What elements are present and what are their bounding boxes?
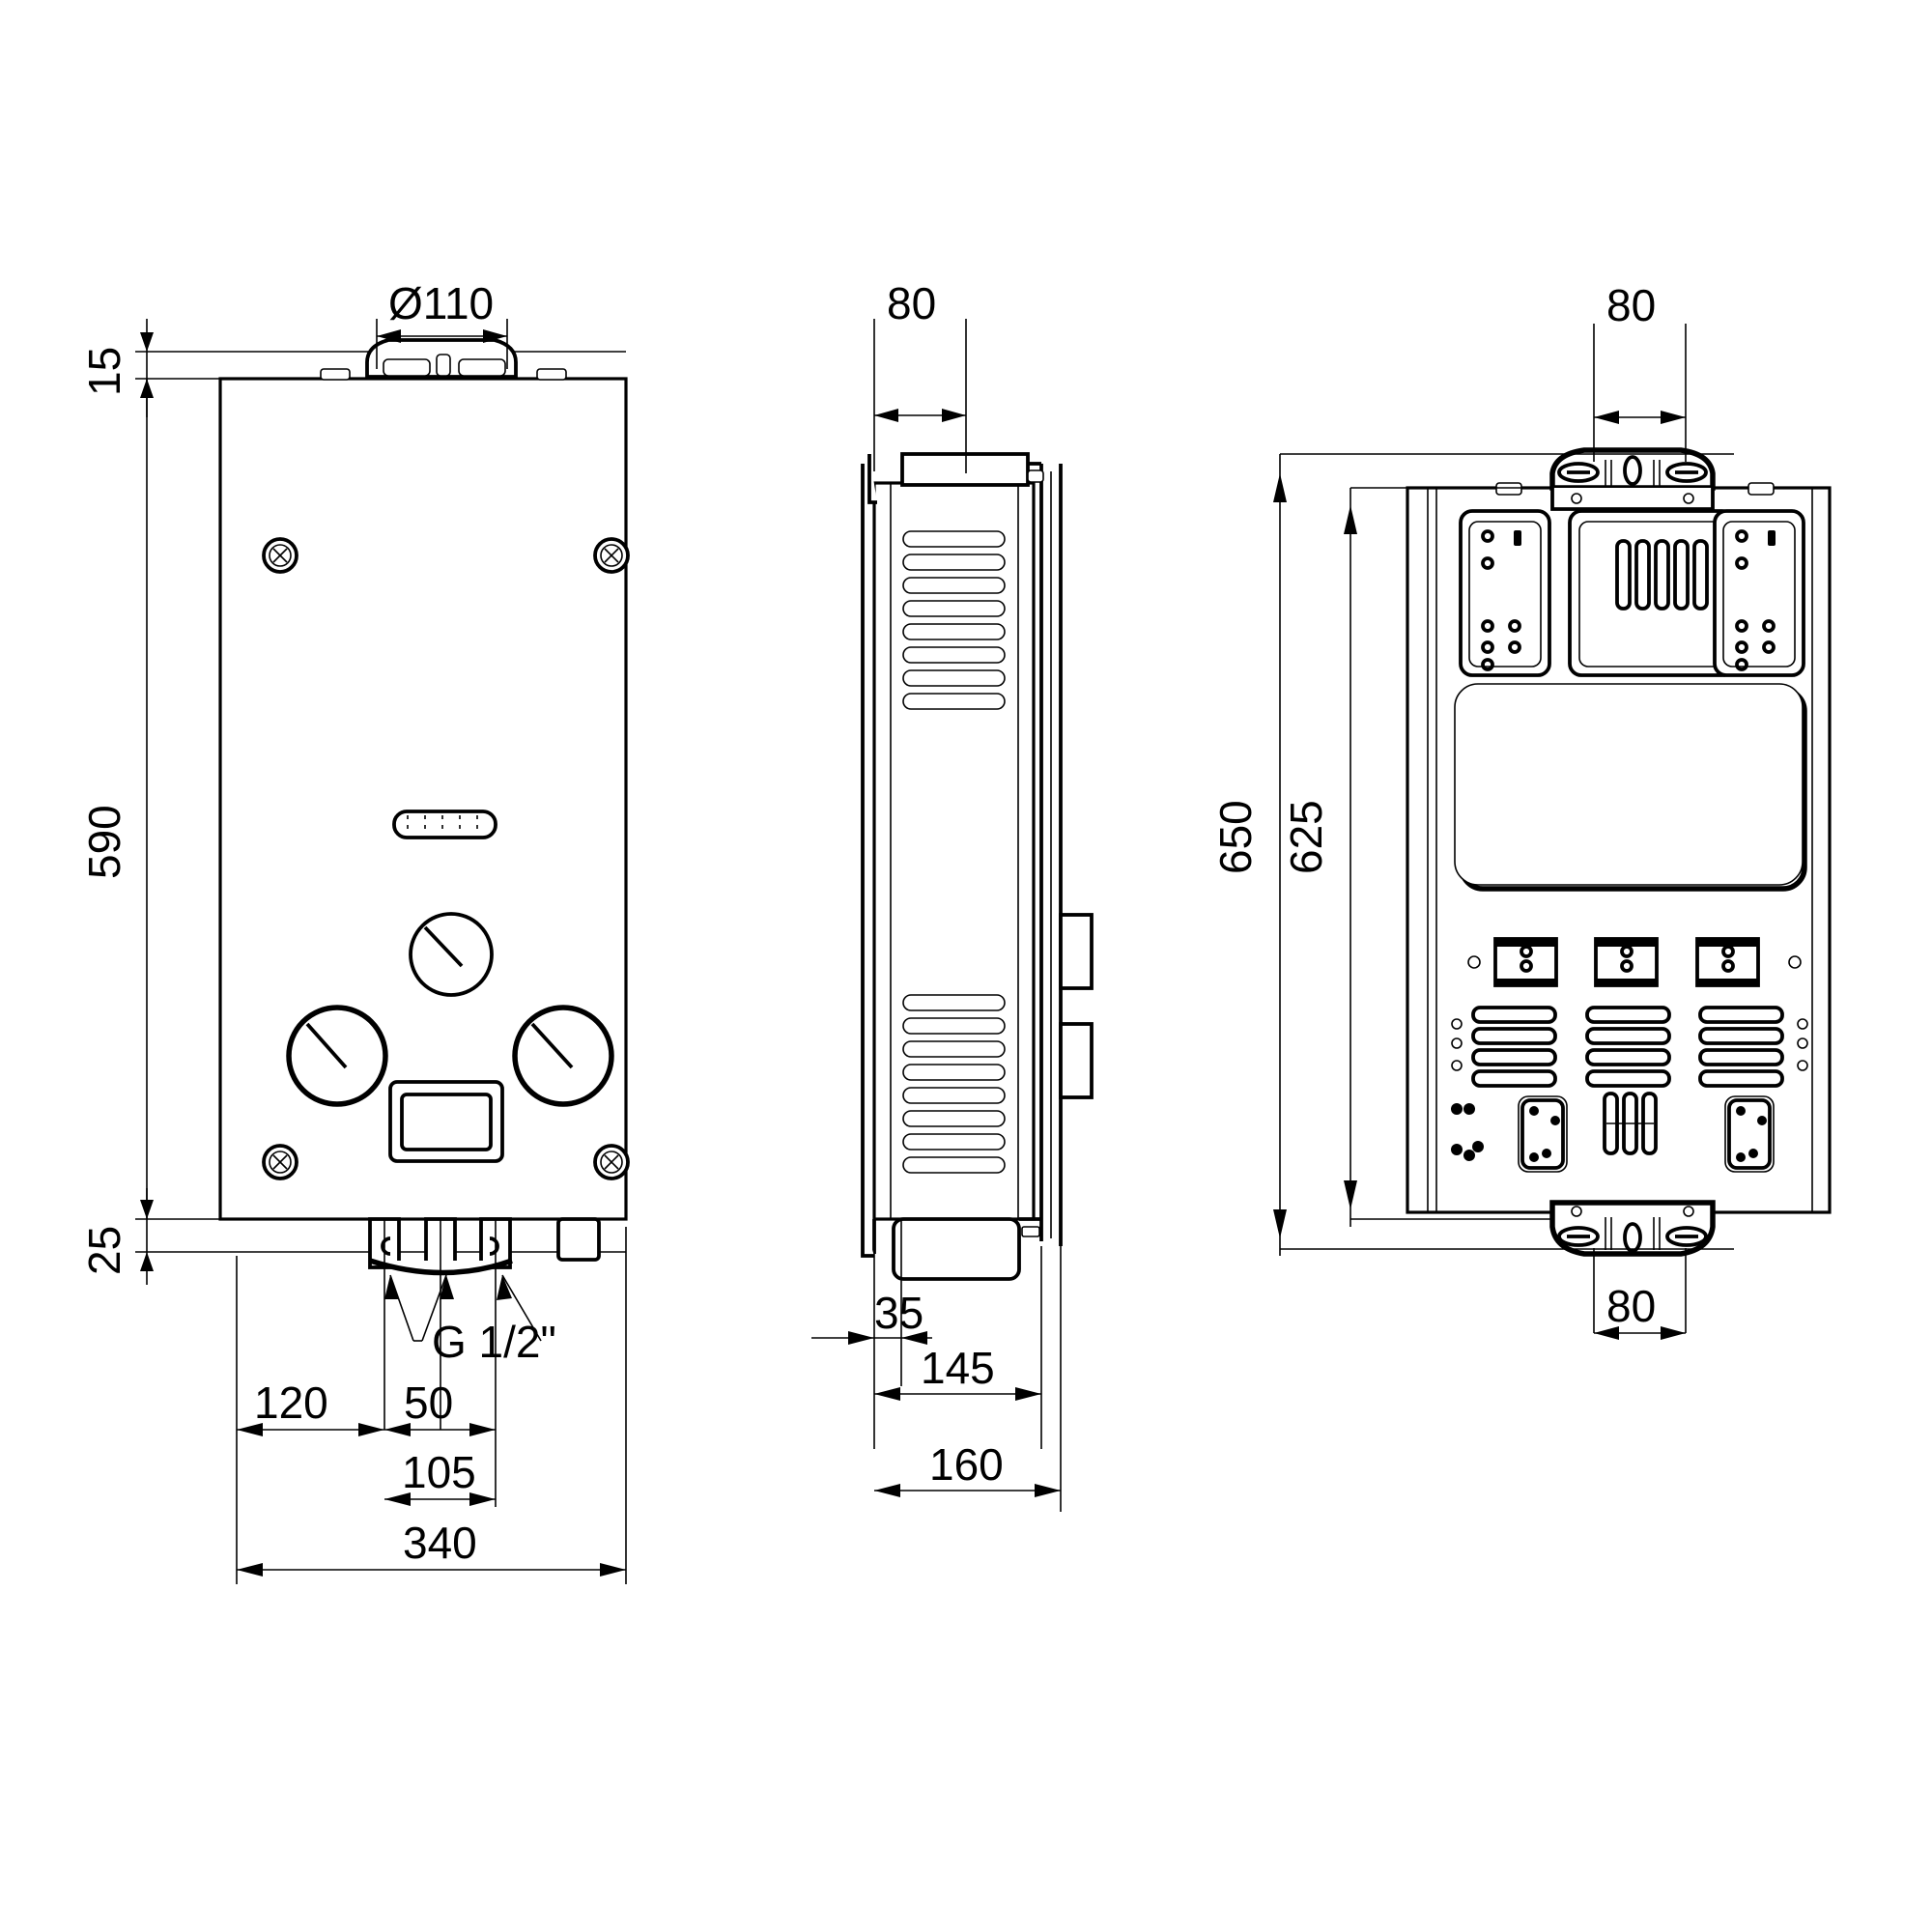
rear-650-label: 650 <box>1210 800 1261 874</box>
rear-terminal-boxes <box>1493 937 1760 987</box>
front-120-label: 120 <box>254 1378 328 1428</box>
rear-top-80-label: 80 <box>1606 280 1656 330</box>
side-80-dim <box>873 319 967 473</box>
front-105-label: 105 <box>402 1447 476 1497</box>
front-knob-left[interactable] <box>286 1005 388 1107</box>
side-upper-louvres <box>902 530 1006 710</box>
front-flue-collar <box>365 338 518 379</box>
side-top-lip <box>867 454 877 504</box>
side-view: 80 35 145 160 <box>811 278 1094 1512</box>
rear-dot-3 <box>1451 1144 1463 1155</box>
rear-hole-b <box>1788 955 1802 969</box>
side-tab-upper <box>1059 913 1094 990</box>
rear-tab-left <box>1495 482 1522 496</box>
rear-bottom-80-dim <box>1593 1248 1687 1340</box>
front-pipe-connections <box>368 1217 601 1276</box>
rear-louvre-group-center <box>1585 1006 1671 1088</box>
front-height-dim-label: 590 <box>79 805 129 879</box>
rear-large-panel <box>1454 683 1807 892</box>
rear-top-bracket <box>1549 447 1716 511</box>
rear-view: 650 625 80 80 <box>1210 280 1832 1340</box>
front-knob-right[interactable] <box>512 1005 614 1107</box>
rear-hole-g <box>1797 1037 1808 1049</box>
front-flue-dim <box>376 319 508 369</box>
rear-side-plate-right <box>1713 509 1805 677</box>
rear-lower-plate-right <box>1724 1095 1775 1173</box>
rear-dot-2 <box>1463 1103 1475 1115</box>
rear-bottom-bracket <box>1549 1200 1716 1257</box>
rear-hole-f <box>1797 1018 1808 1030</box>
rear-lower-plate-left <box>1518 1095 1568 1173</box>
front-screw-bottom-left <box>262 1144 298 1180</box>
front-knob-center[interactable] <box>409 912 494 997</box>
rear-dot-5 <box>1472 1141 1484 1152</box>
side-35-dim <box>811 1331 932 1345</box>
front-view: G 1/2" Ø110 15 590 25 <box>79 278 630 1584</box>
side-flue-collar <box>900 452 1044 487</box>
front-vent-slot <box>392 810 497 839</box>
front-thread-leaders <box>384 1274 542 1342</box>
front-display-window <box>388 1080 504 1163</box>
rear-hole-c <box>1451 1018 1463 1030</box>
front-top-dim-label: 15 <box>79 347 129 396</box>
side-bottom-block <box>861 1217 1041 1281</box>
front-flue-dim-label: Ø110 <box>388 278 494 328</box>
side-145-label: 145 <box>921 1343 995 1393</box>
side-160-label: 160 <box>929 1439 1004 1490</box>
rear-650-dim <box>1273 453 1734 1256</box>
rear-center-vent-panel <box>1568 509 1736 677</box>
rear-625-label: 625 <box>1281 800 1331 874</box>
rear-hole-h <box>1797 1060 1808 1071</box>
front-thread-label: G 1/2" <box>432 1317 556 1367</box>
rear-hole-a <box>1467 955 1481 969</box>
side-80-label: 80 <box>887 278 936 328</box>
front-bottom-dim-label: 25 <box>79 1226 129 1275</box>
front-top-tab-left <box>320 368 351 381</box>
rear-tab-right <box>1747 482 1775 496</box>
front-120-50-dim <box>236 1256 496 1584</box>
front-340-dim <box>237 1227 627 1584</box>
rear-top-80-dim <box>1593 324 1687 462</box>
front-top-tab-right <box>536 368 567 381</box>
rear-louvre-group-right <box>1698 1006 1784 1088</box>
rear-louvre-group-left <box>1471 1006 1557 1088</box>
side-tab-lower <box>1059 1022 1094 1099</box>
rear-hole-e <box>1451 1060 1463 1071</box>
side-145-dim <box>874 1387 1041 1401</box>
front-screw-top-left <box>262 537 298 574</box>
rear-bottom-80-label: 80 <box>1606 1281 1656 1331</box>
front-screw-bottom-right <box>593 1144 630 1180</box>
front-screw-top-right <box>593 537 630 574</box>
side-35-label: 35 <box>874 1288 923 1338</box>
rear-dot-1 <box>1451 1103 1463 1115</box>
rear-side-plate-left <box>1459 509 1551 677</box>
rear-center-slots <box>1603 1092 1658 1155</box>
rear-dot-4 <box>1463 1150 1475 1161</box>
front-bottom-dim <box>140 1188 154 1285</box>
front-50-label: 50 <box>404 1378 453 1428</box>
side-160-dim <box>874 1484 1061 1497</box>
side-lower-louvres <box>902 994 1006 1174</box>
rear-625-dim <box>1344 487 1552 1227</box>
front-105-dim <box>384 1492 496 1506</box>
front-340-label: 340 <box>403 1518 477 1568</box>
rear-hole-d <box>1451 1037 1463 1049</box>
